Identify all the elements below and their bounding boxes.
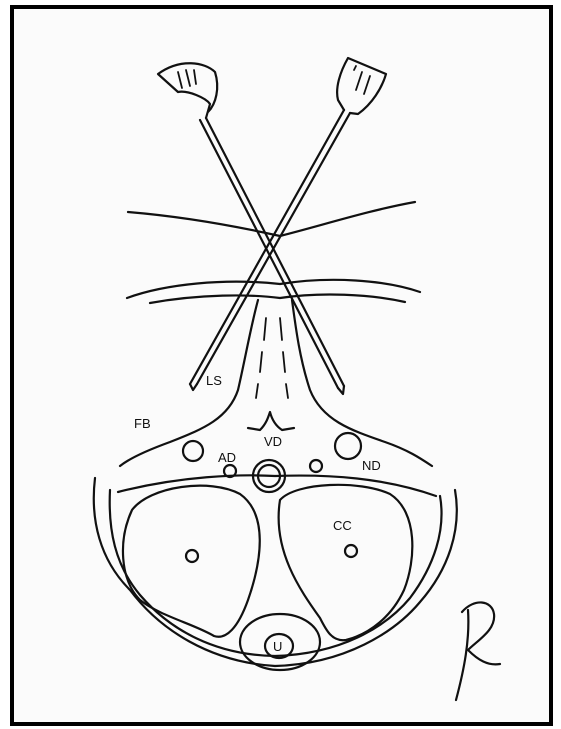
skin-line-upper xyxy=(128,202,415,236)
skin-line-lower-inner xyxy=(150,295,405,303)
label-vd: VD xyxy=(264,434,282,449)
label-u: U xyxy=(273,639,282,654)
needle-right xyxy=(158,63,344,394)
label-cc: CC xyxy=(333,518,352,533)
dashed-line-left xyxy=(256,318,266,398)
label-ad: AD xyxy=(218,450,236,465)
notch xyxy=(248,412,294,430)
dashed-line-right xyxy=(280,318,288,398)
label-ls: LS xyxy=(206,373,222,388)
artery-dorsal-right xyxy=(310,460,322,472)
inner-contour xyxy=(110,490,442,656)
nerve-right xyxy=(335,433,361,459)
vessel-left xyxy=(183,441,203,461)
label-fb: FB xyxy=(134,416,151,431)
signature-mark xyxy=(456,602,500,700)
cavernous-artery-left xyxy=(186,550,198,562)
cavernous-artery-right xyxy=(345,545,357,557)
skin-line-lower xyxy=(127,280,420,298)
label-nd: ND xyxy=(362,458,381,473)
